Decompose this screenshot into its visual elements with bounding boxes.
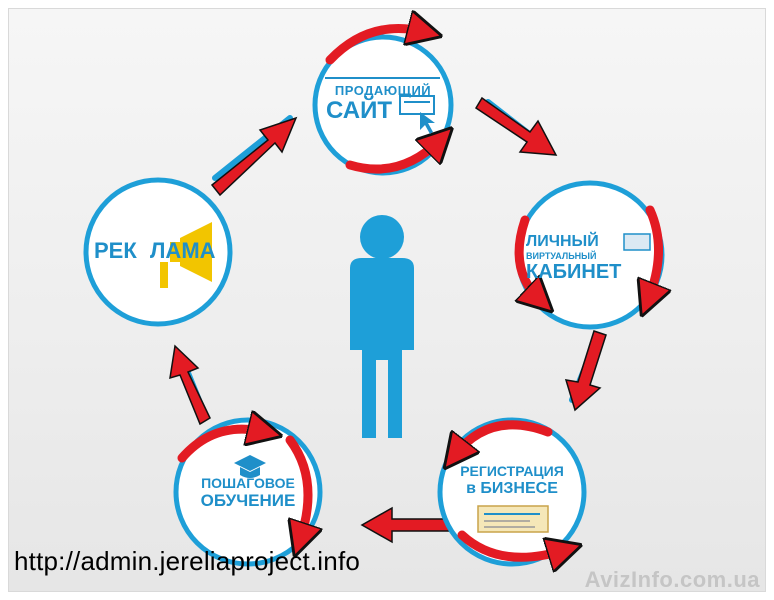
node-site-line1: ПРОДАЮЩИЙ [334,83,432,98]
node-registration-label: РЕГИСТРАЦИЯ в БИЗНЕСЕ [450,464,574,497]
arrow-cabinet-to-registration [564,330,607,412]
arrow-training-to-ad [169,344,211,426]
node-cabinet-line1: ЛИЧНЫЙ [526,233,599,250]
arrow-site-to-cabinet [474,96,558,156]
monitor-icon [399,95,435,115]
node-cabinet-line3: КАБИНЕТ [526,261,622,283]
node-site-label: ПРОДАЮЩИЙ САЙТ [318,84,448,123]
curved-arrows [177,29,659,558]
node-registration-line1: РЕГИСТРАЦИЯ [460,463,564,479]
watermark: AvizInfo.com.ua [584,567,760,592]
node-training-line1: ПОШАГОВОЕ [201,475,295,491]
node-advertising-part2: ЛАМА [150,238,216,263]
arrow-registration-to-training [360,506,453,544]
arrow-ad-to-site [210,116,298,197]
node-advertising-part1: РЕК [94,238,137,263]
footer-url: http://admin.jereliaproject.info [14,546,361,576]
node-advertising-circle [83,177,233,327]
cursor-icon [420,112,435,134]
node-cabinet-line2: ВИРТУАЛЬНЫЙ [526,251,597,261]
node-registration-line2: в БИЗНЕСЕ [466,480,558,497]
node-training-label: ПОШАГОВОЕ ОБУЧЕНИЕ [184,476,312,509]
node-cabinet-label: ЛИЧНЫЙ ВИРТУАЛЬНЫЙ КАБИНЕТ [526,233,626,283]
graduation-cap-icon [234,455,266,478]
node-advertising-label-2: ЛАМА [150,240,220,262]
node-advertising-label: РЕК [94,240,174,262]
node-site-line2: САЙТ [326,97,392,124]
megaphone-icon [160,222,212,288]
document-icon [477,505,549,533]
node-training-line2: ОБУЧЕНИЕ [200,491,296,510]
person-icon [350,215,414,438]
cabinet-monitor-icon [623,233,651,251]
transition-arrows [169,96,607,544]
